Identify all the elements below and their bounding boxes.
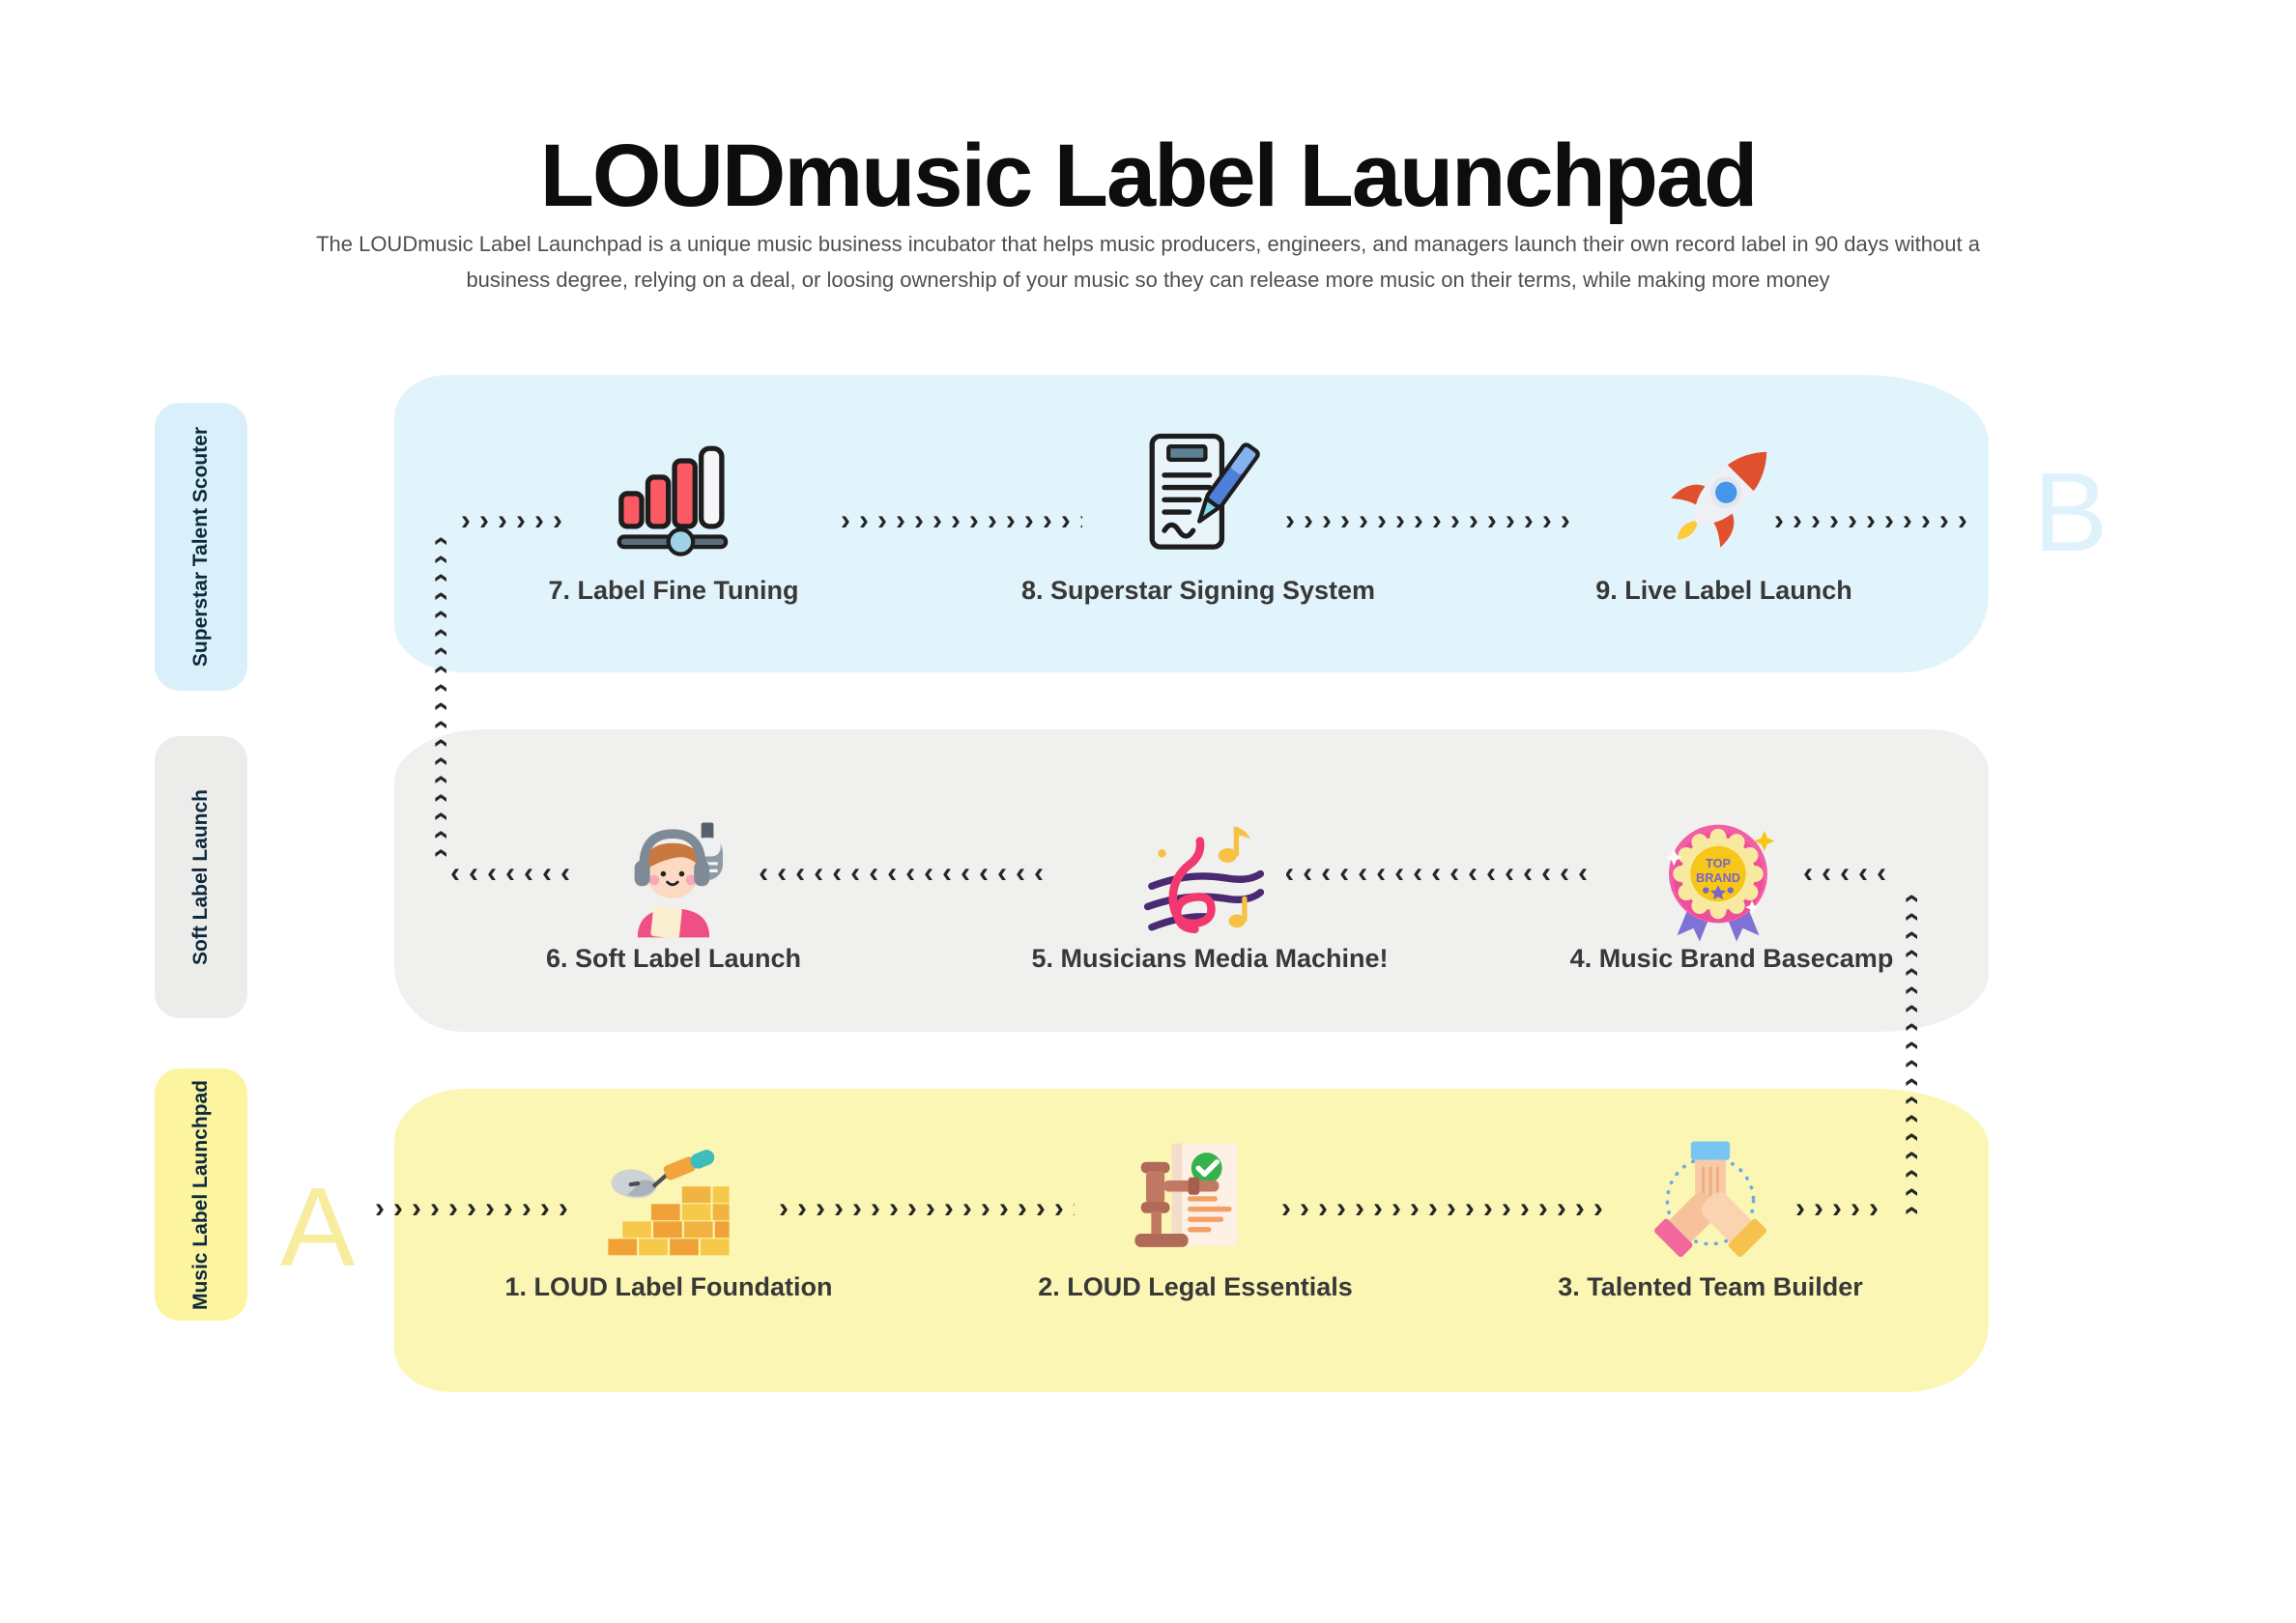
flow-trail-up-left-connector: ››››››››››››››››››››››››››››››››››››››››	[425, 533, 458, 858]
top-brand-badge-icon: TOP BRAND	[1651, 814, 1785, 948]
bricks-trowel-icon	[602, 1133, 735, 1267]
flow-trail-into-step4: ››››››››››››››››››››››››››››››››››››››››	[1795, 859, 1886, 889]
music-notes-icon	[1137, 814, 1271, 948]
contract-pen-icon	[1132, 428, 1265, 561]
flow-trail-step9-to-b: ››››››››››››››››››››››››››››››››››››››››	[1774, 506, 1972, 536]
band-tab-music-label-launchpad: Music Label Launchpad	[155, 1068, 247, 1321]
step-7-label: 7. Label Fine Tuning	[548, 576, 799, 605]
rocket-icon	[1657, 428, 1791, 561]
badge-text-brand: BRAND	[1696, 870, 1740, 885]
step-3-label: 3. Talented Team Builder	[1558, 1272, 1863, 1301]
marker-end-b: B	[2033, 449, 2109, 575]
step-5-label: 5. Musicians Media Machine!	[1031, 944, 1389, 973]
band-tab-soft-label-launch: Soft Label Launch	[155, 736, 247, 1018]
flow-trail-step7-step8: ››››››››››››››››››››››››››››››››››››››››	[841, 506, 1082, 536]
band-tab-superstar-talent-scouter: Superstar Talent Scouter	[155, 403, 247, 691]
flow-trail-up-right-connector: ››››››››››››››››››››››››››››››››››››››››	[1896, 891, 1929, 1215]
flow-trail-step6-step5: ››››››››››››››››››››››››››››››››››››››››	[760, 859, 1044, 889]
page-title: LOUDmusic Label Launchpad	[539, 126, 1759, 225]
flow-trail-step3-to-corner: ››››››››››››››››››››››››››››››››››››››››	[1795, 1194, 1882, 1224]
gavel-document-icon	[1129, 1133, 1262, 1267]
band-tab-label: Superstar Talent Scouter	[189, 426, 212, 668]
step-6-label: 6. Soft Label Launch	[545, 944, 802, 973]
page-subtitle: The LOUDmusic Label Launchpad is a uniqu…	[133, 226, 2163, 298]
flow-trail-into-step7: ››››››››››››››››››››››››››››››››››››››››	[461, 506, 567, 536]
flow-trail-step5-step4: ››››››››››››››››››››››››››››››››››››››››	[1286, 859, 1588, 889]
step-8-label: 8. Superstar Signing System	[1020, 576, 1376, 605]
flow-trail-step6-to-corner: ››››››››››››››››››››››››››››››››››››››››	[450, 859, 570, 889]
subtitle-line-1: The LOUDmusic Label Launchpad is a uniqu…	[316, 232, 1980, 256]
flow-trail-step1-step2: ››››››››››››››››››››››››››››››››››››››››	[779, 1194, 1075, 1224]
flow-trail-step2-step3: ››››››››››››››››››››››››››››››››››››››››	[1281, 1194, 1612, 1224]
flow-trail-step8-step9: ››››››››››››››››››››››››››››››››››››››››	[1285, 506, 1580, 536]
equalizer-slider-icon	[607, 428, 740, 561]
step-4-label: 4. Music Brand Basecamp	[1569, 944, 1894, 973]
step-1-label: 1. LOUD Label Foundation	[504, 1272, 833, 1301]
badge-text-top: TOP	[1706, 856, 1731, 870]
flow-trail-a-step1: ››››››››››››››››››››››››››››››››››››››››	[375, 1194, 568, 1224]
band-tab-label: Music Label Launchpad	[189, 1079, 213, 1310]
team-hands-icon	[1644, 1133, 1777, 1267]
subtitle-line-2: business degree, relying on a deal, or l…	[466, 268, 1830, 292]
step-2-label: 2. LOUD Legal Essentials	[1038, 1272, 1353, 1301]
step-9-label: 9. Live Label Launch	[1595, 576, 1852, 605]
band-tab-label: Soft Label Launch	[189, 788, 213, 966]
singer-headphones-mic-icon	[607, 814, 740, 948]
marker-start-a: A	[280, 1164, 356, 1290]
